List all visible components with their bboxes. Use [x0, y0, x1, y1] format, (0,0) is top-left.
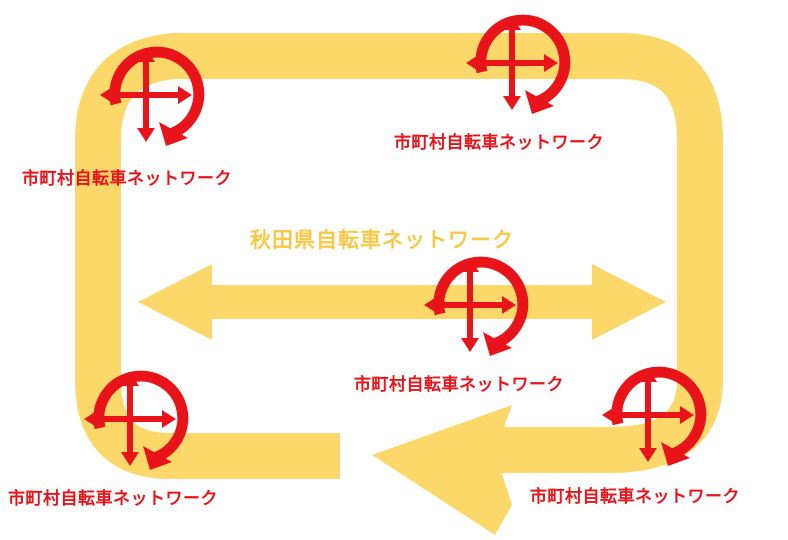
node-label-bottom-left: 市町村自転車ネットワーク	[8, 489, 218, 509]
node-label-center: 市町村自転車ネットワーク	[354, 375, 564, 395]
municipal-network-icon	[466, 16, 565, 114]
node-label-bottom-right: 市町村自転車ネットワーク	[530, 487, 740, 507]
node-label-top-left: 市町村自転車ネットワーク	[22, 169, 232, 189]
municipal-network-icon	[424, 258, 523, 356]
node-label-top-right: 市町村自転車ネットワーク	[394, 133, 604, 153]
prefecture-network-title: 秋田県自転車ネットワーク	[250, 228, 514, 252]
double-headed-arrow	[138, 264, 666, 340]
loop-arrowhead	[372, 405, 512, 535]
